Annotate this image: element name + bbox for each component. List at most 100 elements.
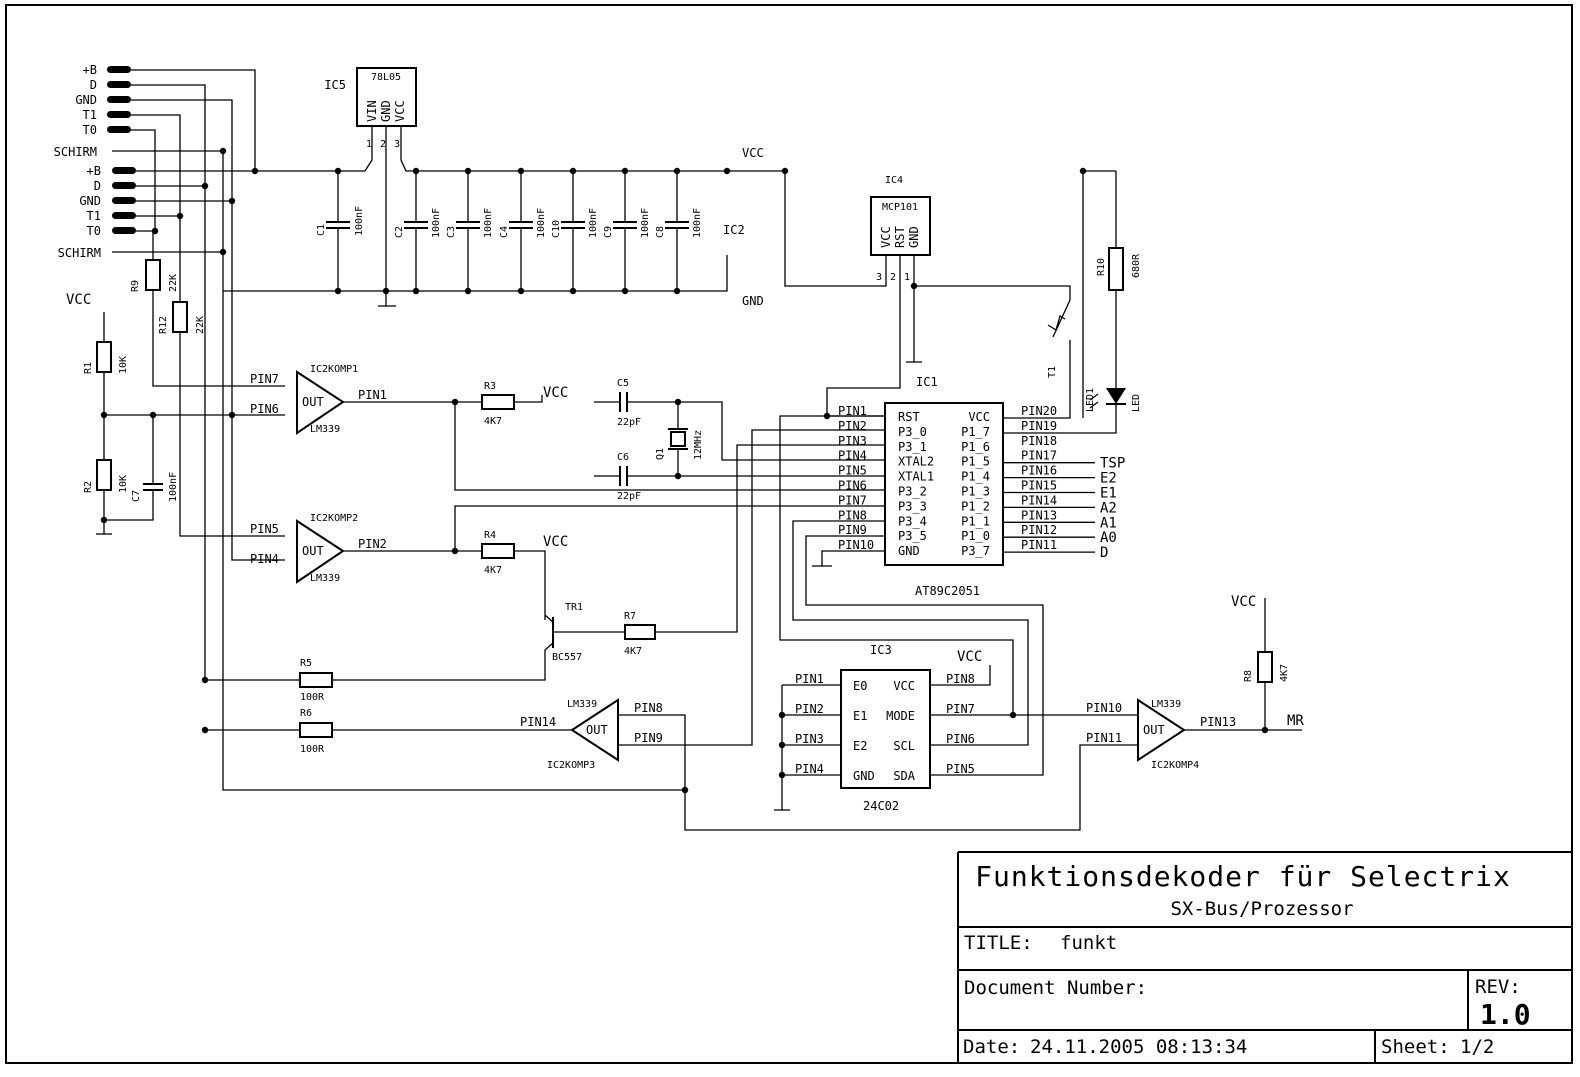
connector-pin [112, 197, 136, 204]
mcu-net-label: TSP [1100, 456, 1125, 472]
junction-dot [451, 398, 459, 406]
comparator-pin: PIN7 [250, 372, 279, 386]
title-label: TITLE: [964, 932, 1033, 954]
mr-net-label: MR [1287, 713, 1304, 729]
cap-ref: C2 [394, 226, 405, 238]
eeprom-part: 24C02 [863, 799, 899, 813]
comparator-pin: PIN6 [250, 402, 279, 416]
eeprom-pin-name: VCC [893, 679, 915, 693]
connector-pin [107, 81, 131, 88]
connector-pin [112, 227, 136, 234]
cap-ref: C7 [131, 490, 142, 502]
led-value: LED [1131, 394, 1142, 412]
comparator-part: LM339 [310, 573, 340, 584]
input-divider: VCC R1 10K R2 10K C7 100nF [66, 292, 285, 535]
junction-dot [674, 472, 682, 480]
wire-t1-upper [131, 114, 181, 215]
cap-ref: C5 [617, 378, 629, 389]
cap-value: 100nF [536, 208, 547, 238]
resistor-value: 22K [195, 316, 206, 334]
eeprom-pin-number: PIN2 [795, 702, 824, 716]
sheet-value: 1/2 [1460, 1036, 1494, 1058]
junction-dot [621, 287, 629, 295]
input-resistors: R9 22K R12 22K [130, 215, 285, 561]
comparator-pin: PIN11 [1086, 731, 1122, 745]
reset-ic-part: MCP101 [882, 202, 918, 213]
resistor-ref: R1 [83, 362, 94, 374]
cap-ref: C4 [499, 226, 510, 238]
cap-ref: C1 [316, 224, 327, 236]
wire-gnd-rail [223, 255, 728, 292]
mcu-net-label: A0 [1100, 530, 1117, 546]
comparator-ref: IC2KOMP2 [310, 513, 358, 524]
vcc-net-label: VCC [66, 292, 91, 308]
resistor-value: 4K7 [484, 565, 502, 576]
resistor-value: 100R [300, 692, 325, 703]
mcu-pin-number: PIN11 [1021, 538, 1057, 552]
reset-ic-vcc-lead [784, 171, 887, 287]
junction-dot [219, 147, 227, 155]
led-diode-symbol [1106, 388, 1126, 404]
transistor-part: BC557 [552, 652, 582, 663]
cap-value: 100nF [168, 472, 179, 502]
resistor-value: 4K7 [624, 646, 642, 657]
comparator-out: OUT [302, 395, 324, 409]
mcu-pin-number: PIN7 [838, 493, 867, 507]
junction-dot [451, 547, 459, 555]
mcu-net-label: D [1100, 545, 1108, 561]
comparator-pin: PIN14 [520, 715, 556, 729]
mcu-pin-name: P3_4 [898, 514, 927, 528]
resistor-ref: R6 [300, 708, 312, 719]
eeprom-pin-number: PIN8 [946, 672, 975, 686]
junction-dot [723, 167, 731, 175]
resistor-body [172, 301, 188, 333]
comparator-out: OUT [586, 723, 608, 737]
junction-dot [149, 411, 157, 419]
resistor-ref: R12 [158, 316, 169, 334]
junction-dot [778, 741, 786, 749]
junction-dot [569, 287, 577, 295]
resistor-value: 10K [118, 475, 129, 493]
resistor-value: 4K7 [1279, 664, 1290, 682]
resistor-body [96, 459, 112, 491]
cap-ref: C9 [603, 226, 614, 238]
mcu-pin-number: PIN17 [1021, 449, 1057, 463]
mcu-pin-number: PIN13 [1021, 508, 1057, 522]
mcu-pin-number: PIN18 [1021, 434, 1057, 448]
reset-ic-gnd-lead [906, 255, 922, 363]
mcu-pin-name: XTAL2 [898, 455, 934, 469]
reset-ic-pin-name: VCC [879, 226, 893, 248]
comparator-out: OUT [302, 544, 324, 558]
connector-label: T1 [83, 108, 97, 122]
mcu-pin-name: RST [898, 410, 920, 424]
pullup-r3: R3 4K7 VCC [454, 381, 885, 491]
eeprom-pin-name: E2 [853, 739, 867, 753]
comparator-pin: PIN4 [250, 552, 279, 566]
resistor-body [1108, 247, 1124, 291]
cap-plates [404, 221, 428, 229]
reset-ic-pin-name: GND [907, 226, 921, 248]
resistor-body [1257, 651, 1273, 683]
mcu-pin-name: VCC [968, 410, 990, 424]
vcc-rail [400, 126, 785, 172]
mcu-ref: IC1 [916, 375, 938, 389]
cap-value: 22pF [617, 491, 641, 502]
mcu-pin-number: PIN5 [838, 464, 867, 478]
pullup-r4: R4 4K7 VCC [454, 505, 885, 620]
mcu-pin-number: PIN14 [1021, 493, 1057, 507]
eeprom-pin-number: PIN5 [946, 762, 975, 776]
resistors-r5-r6: R5 100R R6 100R [285, 658, 333, 755]
junction-dot [100, 516, 108, 524]
reset-ic-pin-number: 3 [876, 272, 882, 283]
mcu-pin-name: P1_4 [961, 470, 990, 484]
cap-value: 22pF [617, 417, 641, 428]
regulator-pin-number: 2 [380, 139, 386, 150]
regulator-pin-name: VCC [393, 100, 407, 122]
vcc-net-label: VCC [742, 146, 764, 160]
comparator-part: LM339 [1151, 699, 1181, 710]
connector-label: T1 [87, 209, 101, 223]
mcu-pin-number: PIN10 [838, 538, 874, 552]
comparator-ref: IC2KOMP4 [1151, 760, 1199, 771]
